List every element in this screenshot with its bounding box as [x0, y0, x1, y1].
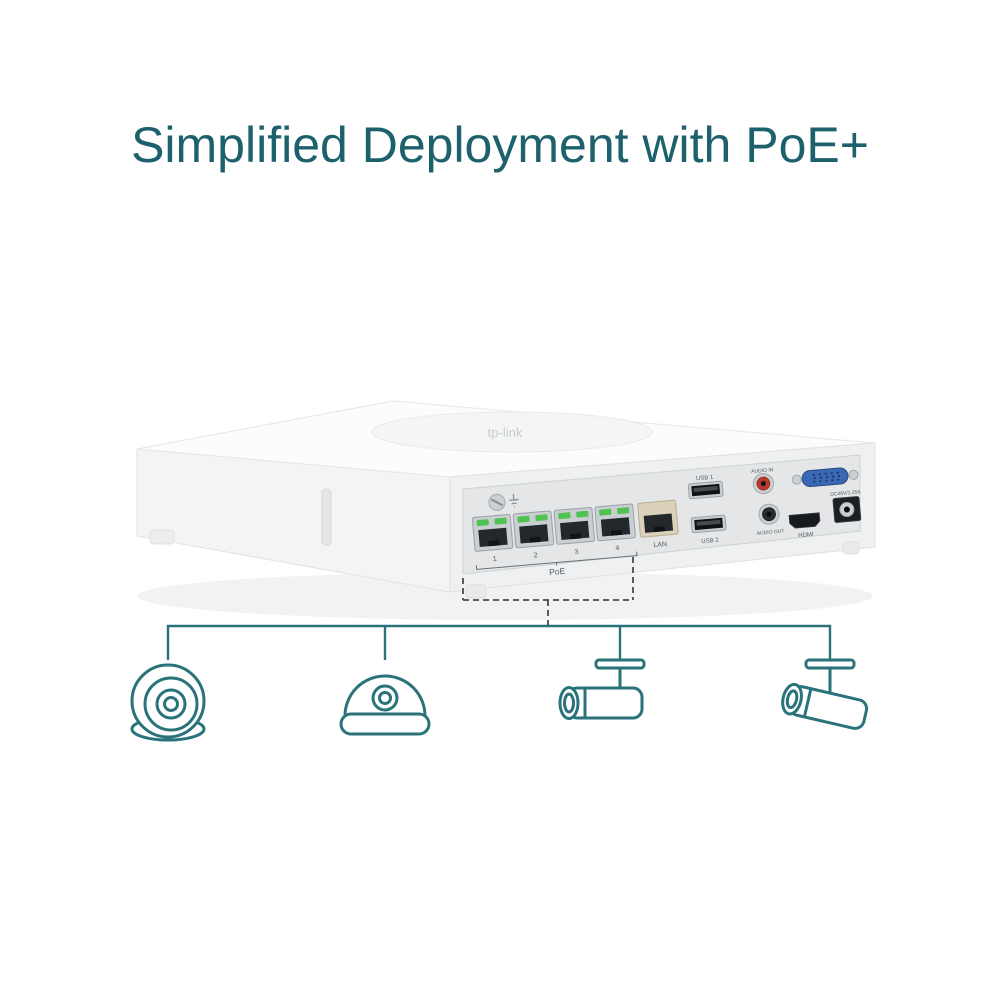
device-top-plateau [371, 411, 653, 453]
dome-camera-icon [130, 663, 206, 742]
device-foot-mid [465, 584, 487, 599]
usb-port-1 [687, 480, 724, 500]
vent-slot [321, 488, 332, 546]
ground-symbol-icon [509, 493, 519, 508]
hdmi-label: HDMI [798, 532, 814, 539]
poe-port-number-3: 3 [574, 549, 579, 556]
poe-bracket [475, 551, 638, 570]
audio-in-label: AUDIO IN [751, 467, 774, 475]
bullet-camera-icon [558, 658, 646, 720]
poe-label: PoE [549, 566, 566, 577]
usb1-label: USB 1 [696, 475, 714, 483]
usb-port-2 [690, 514, 727, 534]
poe-port-4-leds [599, 507, 630, 516]
power-label: DC48V/1.25A [830, 489, 862, 498]
poe-port-number-2: 2 [533, 552, 538, 559]
brand-logo: tp-link [488, 425, 523, 440]
audio-out-label: AUDIO OUT [756, 528, 784, 536]
poe-port-2-leds [517, 514, 548, 523]
vga-port [791, 467, 859, 488]
poe-port-1 [471, 513, 514, 552]
poe-port-1-leds [476, 517, 507, 527]
audio-in-port [752, 473, 774, 495]
ground-screw [488, 493, 506, 511]
poe-port-3 [553, 506, 596, 545]
poe-port-3-leds [558, 510, 589, 520]
lan-port [637, 499, 679, 538]
lan-label: LAN [653, 541, 667, 549]
turret-camera-icon [339, 674, 431, 736]
device-foot-right [842, 541, 860, 555]
bullet-camera-angled-icon [781, 658, 869, 730]
poe-port-number-4: 4 [615, 545, 620, 552]
nvr-device: tp-link [136, 400, 876, 599]
poe-port-number-1: 1 [493, 556, 498, 563]
rear-panel-content: 1 2 3 4 PoE LAN USB 1 [471, 467, 862, 577]
poe-port-4 [594, 503, 636, 542]
audio-out-port [758, 503, 780, 525]
device-foot-left [149, 529, 175, 545]
poe-dashed-bracket [462, 557, 634, 626]
page-title: Simplified Deployment with PoE+ [131, 117, 869, 173]
connector-tree [166, 624, 832, 660]
power-jack [832, 496, 862, 523]
hdmi-port [788, 512, 821, 529]
poe-port-2 [512, 510, 555, 549]
usb2-label: USB 2 [701, 538, 719, 546]
device-shadow [137, 572, 873, 620]
